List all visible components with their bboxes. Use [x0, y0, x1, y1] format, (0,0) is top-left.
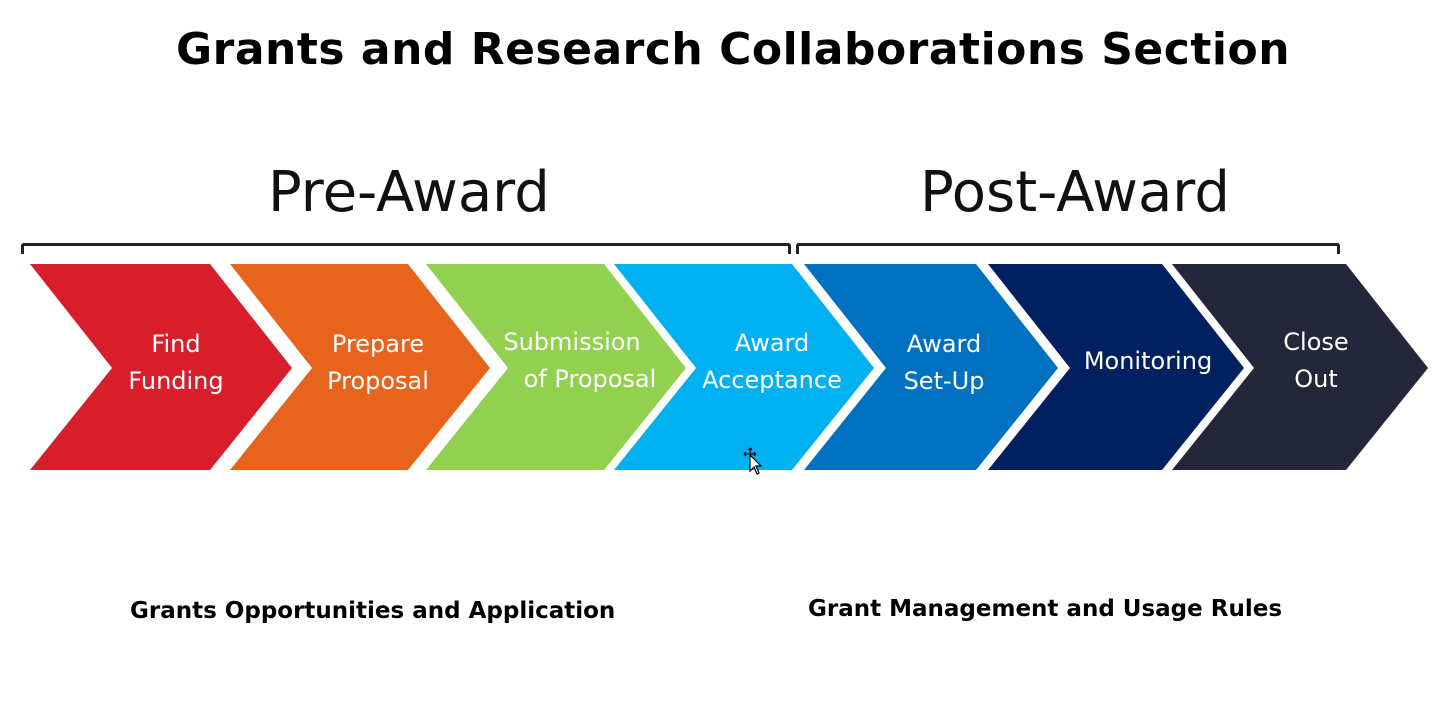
chevron-shape [1172, 264, 1428, 470]
step-label-line1: Close [1283, 328, 1348, 356]
step-label-line1: Submission [503, 328, 640, 356]
grants-opportunities-link[interactable]: Grants Opportunities and Application [130, 598, 616, 624]
process-step-prepare-proposal[interactable]: Prepare Proposal [230, 264, 490, 470]
step-label-line2: Proposal [327, 367, 429, 395]
mouse-cursor-icon [743, 447, 763, 475]
step-label-line2: Funding [128, 367, 223, 395]
post-award-heading: Post-Award [920, 160, 1230, 225]
post-award-bracket [796, 243, 1340, 254]
pre-award-heading: Pre-Award [268, 160, 550, 225]
page-title: Grants and Research Collaborations Secti… [176, 24, 1291, 75]
process-step-award-set-up[interactable]: Award Set-Up [804, 264, 1058, 470]
grant-management-link[interactable]: Grant Management and Usage Rules [808, 596, 1283, 622]
process-step-award-acceptance[interactable]: Award Acceptance [614, 264, 874, 470]
step-label-line2: Out [1294, 365, 1338, 393]
step-label-line2: of Proposal [524, 365, 657, 393]
step-label-line1: Award [907, 330, 981, 358]
process-step-close-out[interactable]: Close Out [1172, 264, 1428, 470]
chevron-shape [988, 264, 1244, 470]
step-label-line1: Award [735, 329, 809, 357]
process-step-monitoring[interactable]: Monitoring [988, 264, 1244, 470]
step-label-line1: Find [151, 330, 200, 358]
chevron-shape [804, 264, 1058, 470]
chevron-shape [426, 264, 686, 470]
step-label-line1: Prepare [332, 330, 424, 358]
process-step-submission-of-proposal[interactable]: Submission of Proposal [426, 264, 686, 470]
step-label-line2: Set-Up [904, 367, 985, 395]
chevron-shape [614, 264, 874, 470]
step-label-line1: Monitoring [1084, 347, 1212, 375]
step-label-line2: Acceptance [702, 366, 842, 394]
chevron-shape [30, 264, 292, 470]
pre-award-bracket [21, 243, 791, 254]
process-step-find-funding[interactable]: Find Funding [30, 264, 292, 470]
chevron-shape [230, 264, 490, 470]
